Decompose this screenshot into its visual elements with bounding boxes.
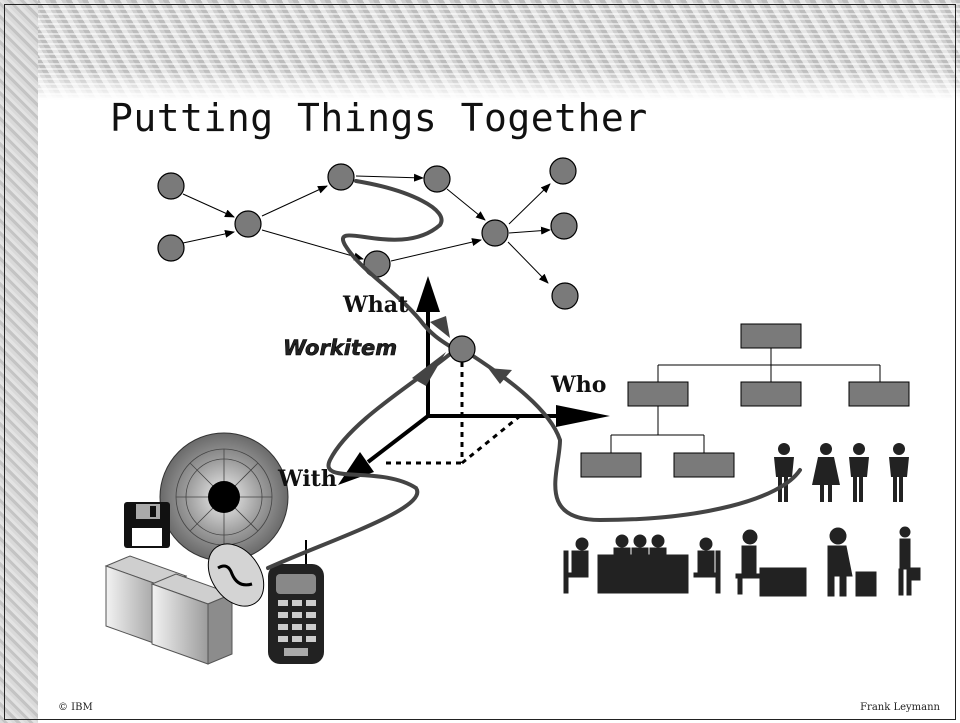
mobile-phone-icon <box>268 540 324 664</box>
person-icon <box>563 537 589 594</box>
thinking-person-icon <box>827 527 877 597</box>
process-node <box>550 212 578 240</box>
footer-author: Frank Leymann <box>860 702 940 713</box>
briefcase-person-icon <box>898 526 921 596</box>
person-icon <box>812 443 840 502</box>
person-icon <box>693 537 721 594</box>
meeting-table <box>597 554 689 594</box>
what-axis-arrowhead <box>416 276 440 312</box>
process-node <box>157 172 185 200</box>
what-label: What <box>342 292 409 318</box>
who-axis-arrowhead <box>556 405 610 427</box>
workitem-node <box>448 335 476 363</box>
org-box <box>580 452 642 478</box>
person-icon <box>889 443 909 502</box>
process-node <box>234 210 262 238</box>
org-box <box>740 381 802 407</box>
person-icon <box>849 443 869 502</box>
eye-disc-icon <box>159 432 289 562</box>
person-icon <box>631 534 649 559</box>
process-node <box>157 234 185 262</box>
person-icon <box>649 534 667 559</box>
mouse-icon <box>207 543 265 607</box>
process-node <box>551 282 579 310</box>
with-label: With <box>277 466 337 492</box>
textured-sidebar <box>0 0 38 723</box>
footer-copyright: © IBM <box>58 702 93 713</box>
org-chart <box>580 323 910 478</box>
person-icon <box>774 443 794 502</box>
office-scene <box>563 526 921 597</box>
process-graph <box>157 157 579 310</box>
axes <box>338 276 610 485</box>
server-icons <box>104 555 234 665</box>
process-node <box>327 163 355 191</box>
who-label: Who <box>550 372 606 398</box>
org-box <box>740 323 802 349</box>
workitem-label: Workitem <box>283 336 397 360</box>
process-node <box>549 157 577 185</box>
textured-banner <box>38 0 960 100</box>
desk-worker-icon <box>735 529 807 597</box>
org-box <box>673 452 735 478</box>
flow-curve <box>468 352 802 523</box>
floppy-disk-icon <box>124 502 170 548</box>
process-node <box>423 165 451 193</box>
org-box <box>848 381 910 407</box>
person-icon <box>613 534 631 559</box>
slide-title: Putting Things Together <box>110 96 648 140</box>
org-box <box>627 381 689 407</box>
with-axis-arrowhead <box>338 452 374 485</box>
process-node <box>481 219 509 247</box>
people-icons <box>774 443 909 502</box>
